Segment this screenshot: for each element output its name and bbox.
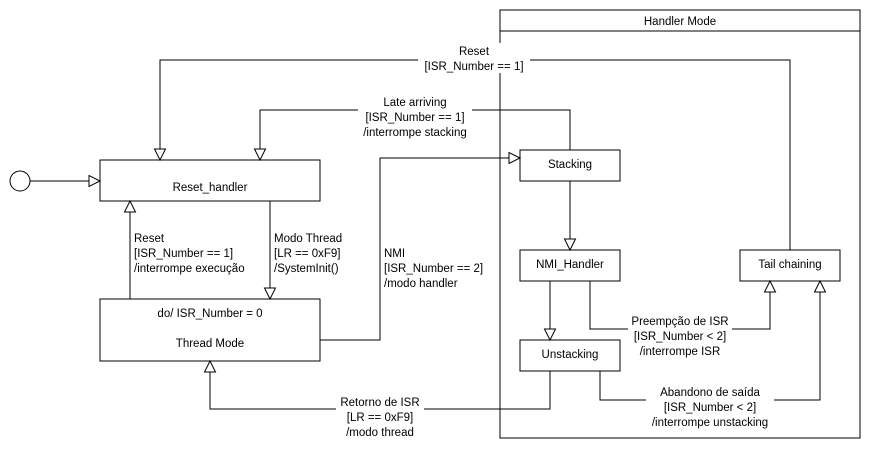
label-nmi-line-2: [ISR_Number == 2] (384, 263, 483, 275)
state-thread-mode: do/ ISR_Number = 0 Thread Mode (99, 298, 321, 362)
label-nmi-line-3: /modo handler (384, 278, 458, 290)
label-reset-thread: Reset [ISR_Number == 1] /interrompe exec… (134, 233, 245, 275)
thread-mode-label: Thread Mode (176, 338, 244, 350)
edge-stacking-to-nmi (563, 181, 577, 252)
state-unstacking: Unstacking (519, 339, 621, 372)
unstacking-label: Unstacking (542, 349, 599, 361)
label-retorno-line-2: [LR == 0xF9] (347, 412, 413, 424)
initial-state (9, 170, 31, 192)
label-reset-thread-line-1: Reset (134, 233, 165, 245)
label-late-arriving: Late arriving [ISR_Number == 1] /interro… (358, 93, 472, 139)
tail-chaining-label: Tail chaining (758, 259, 821, 271)
edge-initial-to-reset (30, 174, 102, 188)
label-abandono-line-1: Abandono de saída (660, 387, 760, 399)
edge-reset-to-thread (263, 201, 277, 301)
edge-nmi (320, 151, 522, 341)
nmi-handler-label: NMI_Handler (536, 259, 604, 271)
handler-mode-container: Handler Mode (499, 9, 861, 439)
label-modo-thread-line-3: /SystemInit() (274, 263, 339, 275)
label-reset-thread-line-2: [ISR_Number == 1] (134, 248, 233, 260)
label-abandono-line-3: /interrompe unstacking (652, 417, 768, 429)
label-nmi: NMI [ISR_Number == 2] /modo handler (384, 248, 483, 290)
stacking-label: Stacking (548, 159, 592, 171)
label-preempcao: Preempção de ISR [ISR_Number < 2] /inter… (628, 314, 732, 358)
handler-mode-title: Handler Mode (644, 16, 716, 28)
label-retorno-line-3: /modo thread (346, 427, 414, 439)
label-preempcao-line-1: Preempção de ISR (631, 316, 728, 328)
label-modo-thread-line-2: [LR == 0xF9] (274, 248, 340, 260)
label-late-arriving-line-2: [ISR_Number == 1] (365, 112, 464, 124)
label-reset-thread-line-3: /interrompe execução (134, 263, 245, 275)
label-reset-top: Reset [ISR_Number == 1] (418, 43, 530, 73)
label-retorno-line-1: Retorno de ISR (340, 397, 419, 409)
label-modo-thread-line-1: Modo Thread (274, 233, 342, 245)
label-modo-thread: Modo Thread [LR == 0xF9] /SystemInit() (274, 233, 342, 275)
state-nmi-handler: NMI_Handler (519, 249, 621, 282)
label-abandono-line-2: [ISR_Number < 2] (664, 402, 756, 414)
state-tail-chaining: Tail chaining (739, 249, 841, 282)
label-nmi-line-1: NMI (384, 248, 405, 260)
label-preempcao-line-2: [ISR_Number < 2] (634, 331, 726, 343)
label-abandono: Abandono de saída [ISR_Number < 2] /inte… (646, 385, 774, 429)
label-reset-top-line-1: Reset (459, 46, 490, 58)
edge-nmi-to-unstacking (543, 281, 557, 342)
reset-handler-label: Reset_handler (173, 182, 248, 194)
state-stacking: Stacking (519, 149, 621, 182)
label-retorno: Retorno de ISR [LR == 0xF9] /modo thread (336, 394, 424, 439)
edge-thread-to-reset (123, 199, 137, 299)
label-reset-top-line-2: [ISR_Number == 1] (424, 61, 523, 73)
thread-mode-action: do/ ISR_Number = 0 (157, 308, 262, 320)
label-late-arriving-line-1: Late arriving (383, 97, 446, 109)
state-reset-handler: Reset_handler (99, 159, 321, 202)
label-preempcao-line-3: /interrompe ISR (640, 346, 721, 358)
label-late-arriving-line-3: /interrompe stacking (363, 127, 467, 139)
